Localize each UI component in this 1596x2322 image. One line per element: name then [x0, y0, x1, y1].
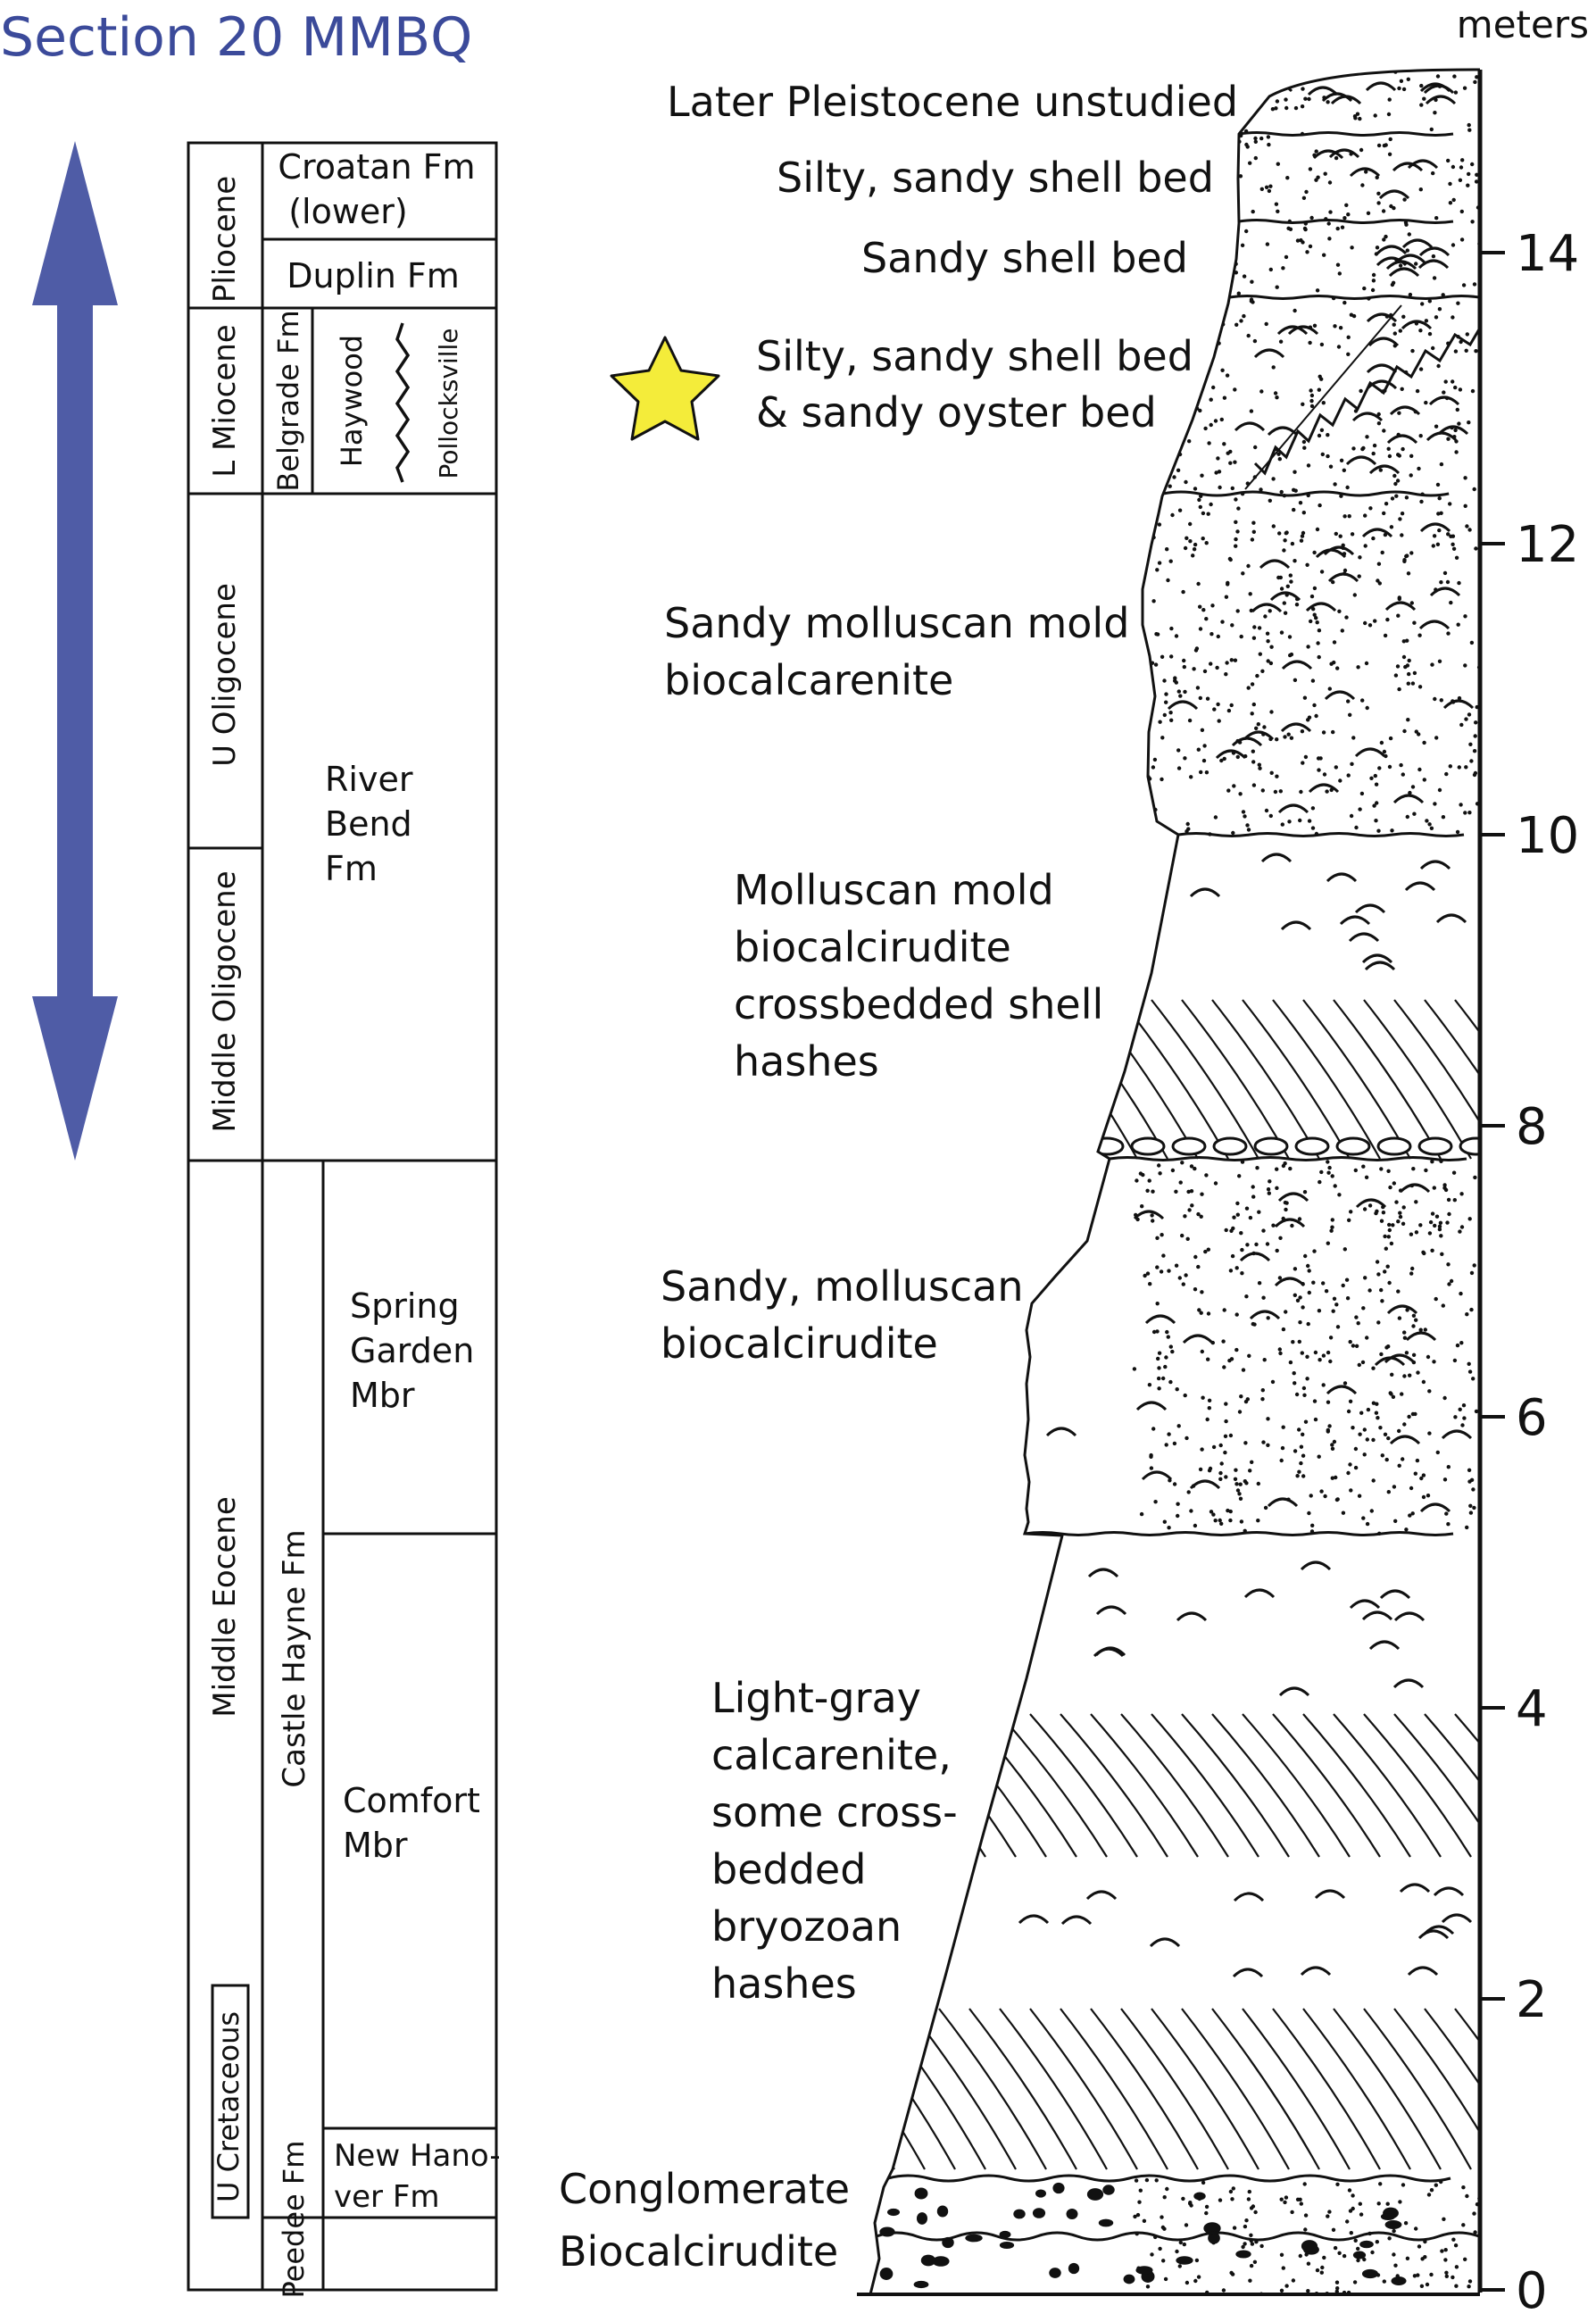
bed-boundary: [1109, 1156, 1467, 1161]
stratigraphic-column: [187, 141, 498, 2292]
bed-boundary: [887, 2174, 1451, 2183]
axis-tick-label: 0: [1516, 2262, 1548, 2320]
axis-tick-label: 14: [1516, 225, 1579, 283]
unit-label-conglomerate: Conglomerate: [559, 2165, 850, 2213]
shell-fragment: [1087, 1560, 1426, 1697]
formation-duplin: Duplin Fm: [287, 256, 460, 295]
bed-boundary: [1238, 131, 1454, 137]
epoch-label-l-miocene: L Miocene: [207, 324, 243, 477]
formation-peedee: Peedee Fm: [277, 2141, 311, 2299]
formation-spring-garden: Spring Garden Mbr: [350, 1286, 485, 1415]
shell-fragment: [1189, 853, 1467, 971]
oyster-bed-edge: [1244, 304, 1402, 490]
shell-fragment: [1376, 238, 1451, 278]
formation-pollocksville: Pollocksville: [434, 328, 463, 479]
axis-tick-label: 10: [1516, 807, 1579, 865]
cliff-profile: [869, 68, 1481, 2295]
formation-croatan: Croatan Fm (lower): [278, 147, 486, 231]
unit-label-biocalcirudite: Biocalcirudite: [559, 2227, 838, 2276]
unit-label-light-gray-calcarenite: Light-gray calcarenite, some cross- bedd…: [711, 1674, 970, 2008]
axis-tick-label: 12: [1516, 516, 1579, 574]
epoch-label-middle-oligocene: Middle Oligocene: [207, 870, 243, 1132]
shell-fragment: [1043, 1183, 1473, 1513]
axis-tick-label: 8: [1516, 1098, 1548, 1156]
unit-label-sandy-molluscan-biocalcirudite: Sandy, molluscan biocalcirudite: [661, 1262, 1036, 1368]
bed-boundary: [1177, 832, 1465, 837]
epoch-label-pliocene: Pliocene: [207, 176, 243, 303]
unit-label-silty-sandy-oyster: Silty, sandy shell bed & sandy oyster be…: [756, 332, 1207, 437]
star-icon: [610, 336, 720, 441]
epoch-label-middle-eocene: Middle Eocene: [207, 1496, 243, 1717]
epoch-label-u-oligocene: U Oligocene: [207, 583, 243, 767]
unit-label-sandy-shell: Sandy shell bed: [861, 234, 1188, 282]
diagram-title: Section 20 MMBQ: [0, 6, 472, 69]
formation-comfort: Comfort Mbr: [343, 1781, 491, 1865]
sand-dots: [1132, 1159, 1480, 1536]
formation-belgrade: Belgrade Fm: [271, 310, 305, 491]
unit-label-pleistocene: Later Pleistocene unstudied: [667, 78, 1238, 126]
formation-haywood: Haywood: [335, 335, 369, 467]
formation-river-bend: River Bend Fm: [325, 760, 424, 888]
axis-tick-label: 6: [1516, 1389, 1548, 1447]
unit-descriptions: Later Pleistocene unstudied Silty, sandy…: [559, 78, 1238, 2276]
axis-tick-label: 4: [1516, 1680, 1548, 1738]
cliff-outline: [857, 68, 1481, 2296]
shell-fragment: [1312, 148, 1439, 200]
axis-unit-label: meters: [1457, 3, 1589, 46]
bed-boundary: [1162, 490, 1450, 497]
meter-axis: meters 0 2 4 6 8 10 12 14: [1457, 3, 1589, 2320]
bed-boundary: [1229, 295, 1480, 300]
formation-new-hanover: New Hano- ver Fm: [334, 2138, 510, 2215]
shell-fragment: [1234, 312, 1469, 475]
epoch-label-u-cretaceous: U Cretaceous: [212, 2011, 245, 2202]
epoch-labels: Pliocene L Miocene U Oligocene Middle Ol…: [207, 176, 245, 2202]
unit-label-molluscan-mold-biocalcirudite: Molluscan mold biocalcirudite crossbedde…: [734, 866, 1117, 1086]
axis-tick-label: 2: [1516, 1971, 1548, 2029]
formation-castle-hayne: Castle Hayne Fm: [277, 1529, 312, 1787]
crossbed-hatch: [870, 2008, 1480, 2170]
bed-boundary: [1238, 219, 1454, 224]
pebble-lag: [1089, 1136, 1480, 1156]
unit-label-sandy-molluscan-mold: Sandy molluscan mold biocalcarenite: [664, 599, 1143, 704]
bed-boundary: [1024, 1531, 1454, 1536]
unit-label-silty-sandy-shell-top: Silty, sandy shell bed: [777, 154, 1214, 202]
bed-boundary: [876, 2231, 1480, 2242]
shell-fragment: [1167, 522, 1475, 814]
sand-dots: [1133, 2177, 1480, 2294]
conglomerate-clast: [879, 2182, 1407, 2289]
double-headed-arrow-icon: [32, 141, 118, 1161]
shell-fragment: [1018, 1883, 1473, 1978]
formation-labels: Croatan Fm (lower) Duplin Fm Belgrade Fm…: [271, 147, 510, 2299]
